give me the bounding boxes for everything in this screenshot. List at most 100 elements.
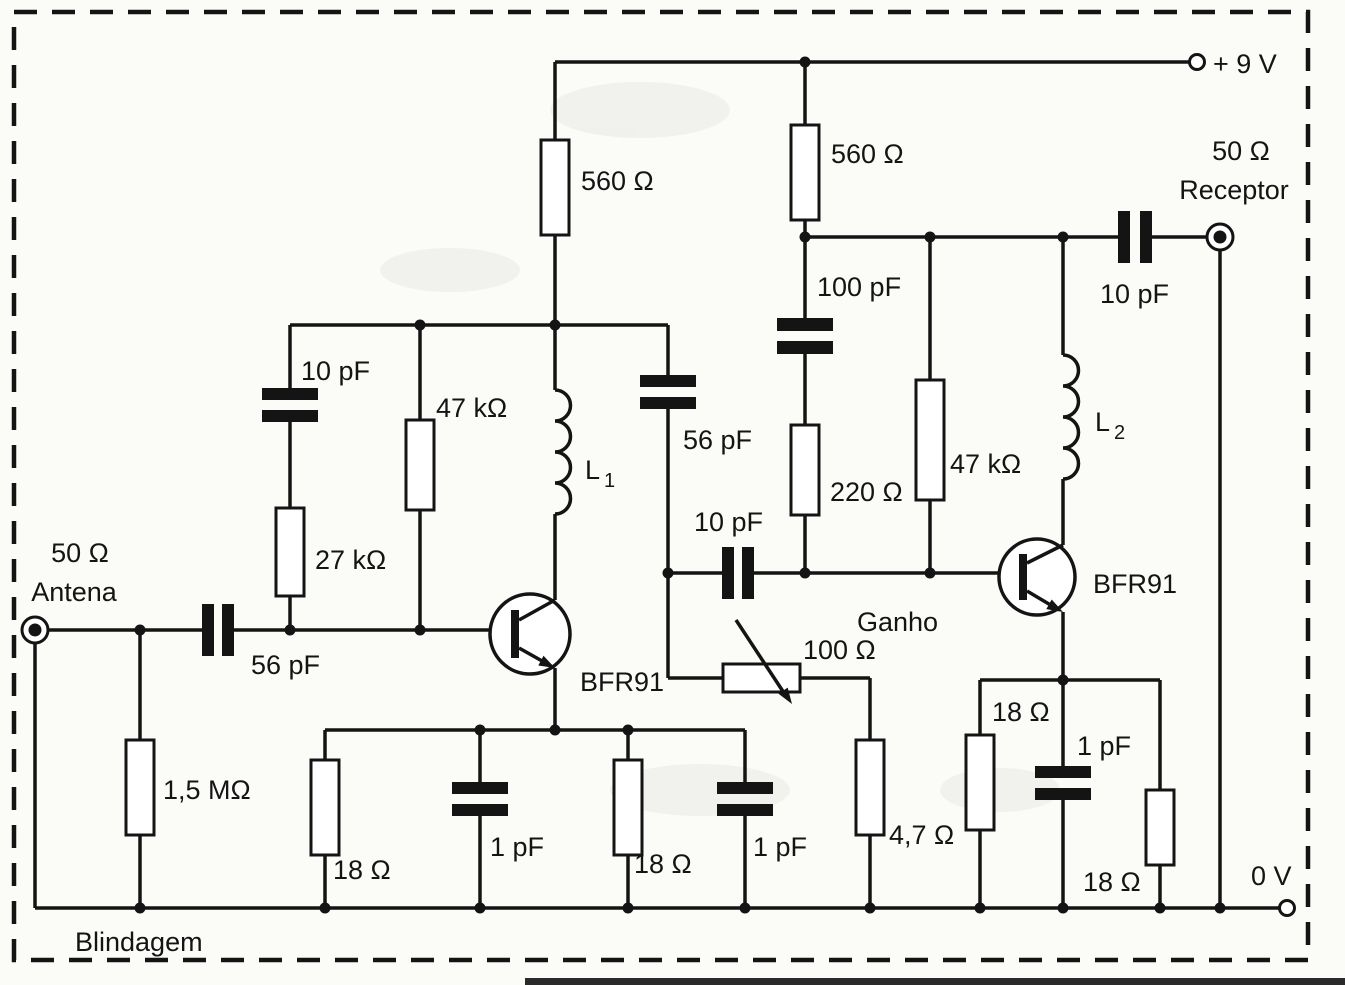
shield-label: Blindagem: [75, 927, 203, 957]
inductor-l2: L 2: [1062, 353, 1125, 481]
potentiometer-body: [721, 662, 802, 694]
junction-dot: [974, 902, 986, 914]
potentiometer-wiper-arrow: [778, 687, 792, 704]
capacitor-10pf-coupling-label: 10 pF: [694, 507, 763, 537]
transistor-q1: BFR91: [488, 592, 664, 697]
transistor-emitter-arrow: [1046, 599, 1063, 612]
shield-border: [11, 9, 1311, 963]
resistor-body: [274, 506, 306, 598]
junction-dot: [1214, 902, 1226, 914]
resistor-body: [789, 123, 821, 222]
inductor-coil: [554, 388, 573, 516]
supply-ground-label: 0 V: [1251, 861, 1292, 891]
capacitor-1pf-a-label: 1 pF: [490, 832, 544, 862]
capacitor-plate: [1140, 211, 1152, 263]
transistor-base-bar: [1019, 554, 1027, 600]
antenna-impedance-label: 50 Ω: [51, 538, 109, 568]
capacitor-plate: [777, 341, 833, 354]
junction-dot: [549, 319, 561, 331]
junction-dot: [1057, 902, 1069, 914]
resistor-47k-1-label: 47 kΩ: [436, 393, 507, 423]
resistor-body: [854, 738, 886, 837]
antenna-name-label: Antena: [31, 577, 118, 607]
circuit-wires: [33, 60, 1279, 910]
resistor-body: [539, 138, 571, 237]
resistor-560-1-label: 560 Ω: [581, 166, 654, 196]
gain-label: Ganho: [857, 607, 938, 637]
scan-smudge: [380, 248, 520, 292]
capacitor-100pf-label: 100 pF: [817, 272, 901, 302]
junction-dot: [414, 624, 426, 636]
junction-dot: [1154, 902, 1166, 914]
resistor-18-1-label: 18 Ω: [333, 855, 391, 885]
transistor-q2-label: BFR91: [1093, 569, 1177, 599]
capacitor-10pf-coupling: 10 pF: [694, 507, 763, 599]
capacitor-10pf-feedback-label: 10 pF: [301, 356, 370, 386]
transistor-emitter-arrow: [538, 655, 555, 668]
supply-terminal: + 9 V: [1188, 49, 1277, 79]
capacitor-1pf-a: 1 pF: [452, 782, 544, 862]
receiver-impedance-label: 50 Ω: [1212, 136, 1270, 166]
resistor-47k-2: 47 kΩ: [914, 378, 1021, 502]
resistor-18-out-label: 18 Ω: [1083, 867, 1141, 897]
supply-terminal-circle: [1188, 53, 1206, 71]
capacitor-plate: [1118, 211, 1130, 263]
resistor-560-2: 560 Ω: [789, 123, 904, 222]
scan-smudge: [550, 82, 730, 138]
resistor-560-2-label: 560 Ω: [831, 139, 904, 169]
capacitor-plate: [452, 782, 508, 794]
resistor-18-e2-label: 18 Ω: [992, 697, 1050, 727]
inductor-l1-label: L: [585, 455, 600, 485]
capacitor-plate: [452, 804, 508, 816]
resistor-body: [612, 758, 644, 857]
resistor-27k-label: 27 kΩ: [315, 545, 386, 575]
junction-dot: [924, 567, 936, 579]
resistor-47k-2-label: 47 kΩ: [950, 449, 1021, 479]
capacitor-plate: [262, 410, 318, 422]
capacitor-56pf-input-label: 56 pF: [251, 650, 320, 680]
resistor-body: [309, 758, 341, 857]
resistor-body: [124, 738, 156, 837]
junction-dots: [134, 56, 1226, 914]
resistor-1m5: 1,5 MΩ: [124, 738, 251, 837]
ground-terminal-circle: [1278, 899, 1296, 917]
capacitor-56pf-interstage-label: 56 pF: [683, 425, 752, 455]
junction-dot: [474, 902, 486, 914]
receiver-name-label: Receptor: [1179, 175, 1289, 205]
junction-dot: [739, 902, 751, 914]
resistor-18-out: 18 Ω: [1083, 788, 1176, 897]
junction-dot: [549, 724, 561, 736]
capacitor-plate: [202, 604, 214, 656]
capacitor-plate: [717, 782, 773, 794]
junction-dot: [924, 231, 936, 243]
receiver-connector-inner: [1213, 230, 1227, 244]
resistor-47k-1: 47 kΩ: [404, 393, 507, 512]
resistor-220-label: 220 Ω: [830, 477, 903, 507]
capacitor-plate: [1035, 788, 1091, 800]
antenna-terminal: 50 Ω Antena: [20, 538, 118, 645]
junction-dot: [662, 567, 674, 579]
junction-dot: [622, 724, 634, 736]
junction-dot: [1057, 674, 1069, 686]
junction-dot: [799, 231, 811, 243]
junction-dot: [799, 567, 811, 579]
capacitor-plate: [640, 375, 696, 387]
capacitor-plate: [262, 388, 318, 400]
resistor-560-1: 560 Ω: [539, 138, 654, 237]
capacitor-56pf-interstage: 56 pF: [640, 375, 752, 455]
capacitor-1pf-b-label: 1 pF: [753, 832, 807, 862]
resistor-4r7: 4,7 Ω: [854, 738, 954, 850]
capacitor-1pf-2-label: 1 pF: [1077, 731, 1131, 761]
transistor-base-bar: [511, 610, 519, 658]
resistor-27k: 27 kΩ: [274, 506, 386, 598]
potentiometer-wiper: [734, 619, 788, 697]
resistor-body: [964, 733, 996, 832]
capacitor-10pf-feedback: 10 pF: [262, 356, 370, 422]
capacitor-plate: [742, 547, 754, 599]
resistor-18-1: 18 Ω: [309, 758, 391, 885]
capacitor-plate: [777, 318, 833, 331]
resistor-220: 220 Ω: [789, 423, 903, 517]
transistor-q1-label: BFR91: [580, 667, 664, 697]
